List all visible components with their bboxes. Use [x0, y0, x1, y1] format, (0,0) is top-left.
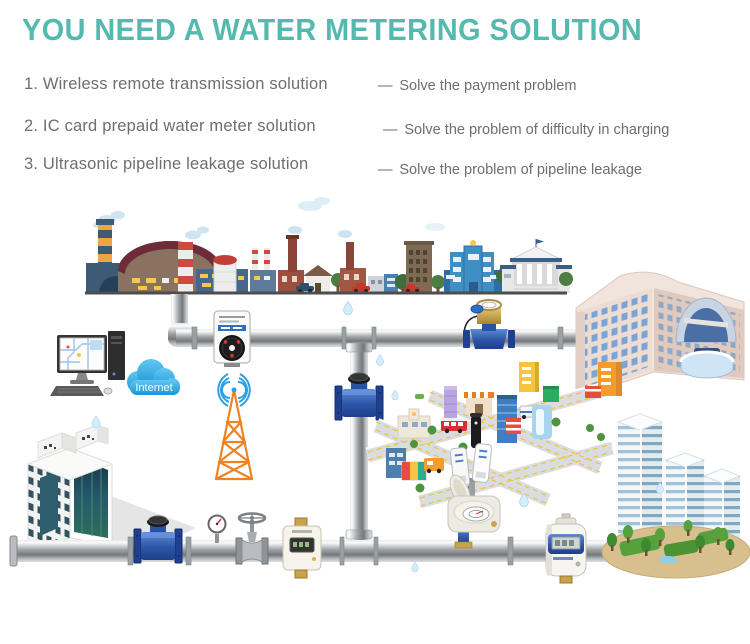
- solution-2-benefit: — Solve the problem of difficulty in char…: [383, 121, 669, 138]
- district-network-illustration: [365, 362, 622, 511]
- remote-reading-meter-icon: [463, 299, 515, 349]
- ic-card-meter-icon: [213, 310, 251, 367]
- internet-label: Internet: [135, 382, 172, 394]
- solution-2-name: 2. IC card prepaid water meter solution: [24, 116, 316, 135]
- solution-3-benefit: — Solve the problem of pipeline leakage: [378, 161, 642, 178]
- residential-towers-illustration: [601, 413, 750, 579]
- solution-3-benefit-text: Solve the problem of pipeline leakage: [399, 161, 643, 178]
- solution-3-name: 3. Ultrasonic pipeline leakage solution: [24, 154, 309, 173]
- solution-1-benefit: — Solve the payment problem: [378, 77, 576, 94]
- signal-waves-icon: [217, 373, 251, 407]
- gate-valve-icon: [235, 512, 269, 565]
- system-diagram: Internet: [9, 197, 750, 584]
- dash: —: [378, 161, 393, 178]
- truck-icon: [424, 458, 444, 474]
- qr-code-mark: [44, 435, 94, 449]
- city-skyline-illustration: [85, 211, 573, 295]
- tree-icon: [607, 520, 735, 556]
- solution-2-benefit-text: Solve the problem of difficulty in charg…: [404, 121, 670, 138]
- monitoring-pole-icon: [470, 413, 482, 448]
- internet-cloud-icon: Internet: [127, 359, 180, 395]
- office-building-illustration: [26, 424, 196, 553]
- mini-building: [386, 362, 622, 494]
- car-icon: [404, 284, 420, 293]
- dash: —: [378, 77, 393, 94]
- dash: —: [383, 121, 398, 138]
- radio-tower-icon: [214, 373, 254, 481]
- bus-icon: [441, 418, 467, 434]
- woltman-meter-icon: [334, 372, 384, 421]
- sky-clouds: [298, 197, 445, 231]
- pressure-gauge-icon: [207, 514, 227, 543]
- ultrasonic-meter-icon: [282, 517, 322, 579]
- prepaid-meter-icon: [545, 513, 587, 584]
- headquarters-building-illustration: [575, 271, 745, 399]
- solution-1-benefit-text: Solve the payment problem: [399, 77, 577, 94]
- solution-1-name: 1. Wireless remote transmission solution: [24, 74, 328, 93]
- page-title: YOU NEED A WATER METERING SOLUTION: [22, 12, 643, 47]
- monitoring-computer-icon: [50, 331, 125, 396]
- smart-meter-open-lid-icon: [447, 474, 501, 549]
